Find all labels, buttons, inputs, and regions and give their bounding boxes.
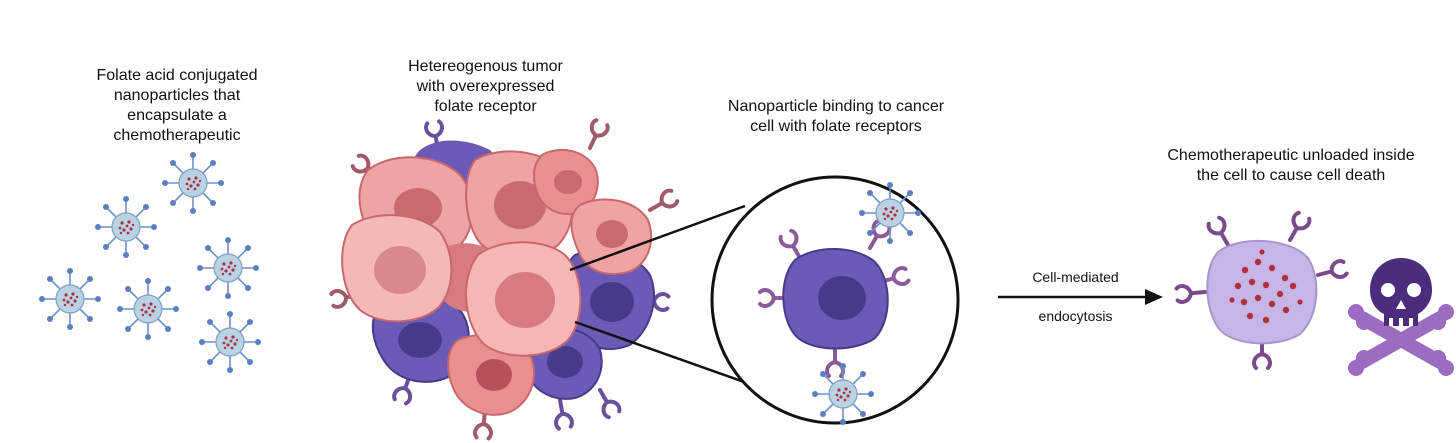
tumor-cluster-icon [329,117,681,441]
nanoparticle-icon [196,236,260,300]
nanoparticle-icon [198,310,262,374]
dying-cell-icon [1174,209,1350,370]
nanoparticle-icon [94,195,158,259]
skull-crossbones-icon [1348,258,1454,376]
nanoparticle-group [38,151,262,374]
arrow-right-icon [998,289,1163,305]
caption-nanoparticles: Folate acid conjugated nanoparticles tha… [96,67,258,144]
nanoparticle-icon [116,277,180,341]
nanoparticle-icon [161,151,225,215]
caption-tumor: Hetereogenous tumor with overexpressed f… [408,58,563,115]
zoom-line-top [569,204,746,272]
nanoparticle-icon [811,362,875,426]
magnifier-circle-icon [710,175,960,426]
caption-binding: Nanoparticle binding to cancer cell with… [727,98,945,135]
caption-death: Chemotherapeutic unloaded inside the cel… [1167,147,1415,184]
arrow-label-bottom: endocytosis [1038,308,1113,324]
nanoparticle-icon [858,181,922,245]
nanoparticle-icon [38,267,102,331]
arrow-label-top: Cell-mediated [1032,269,1119,285]
